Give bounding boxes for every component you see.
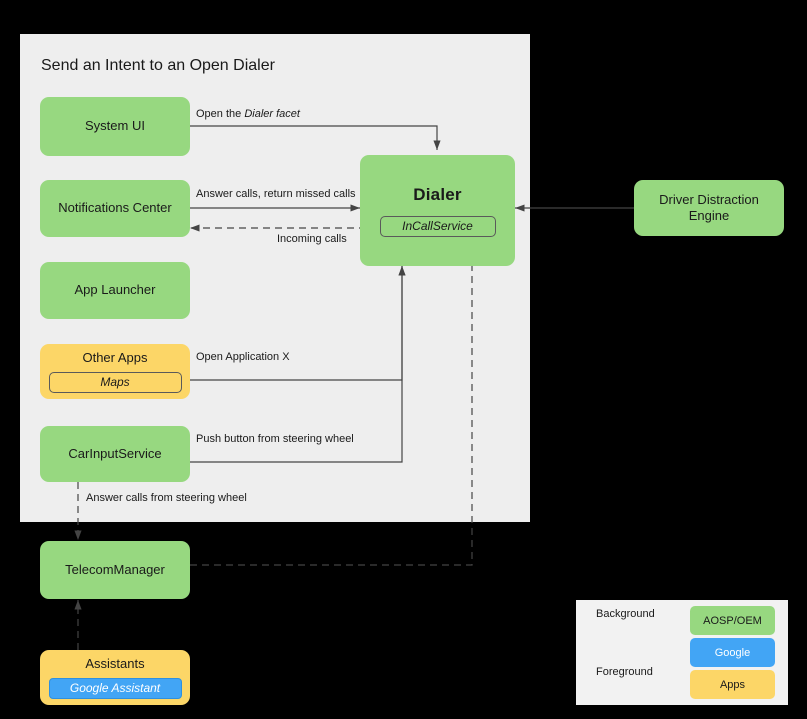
node-driver-distraction-engine[interactable]: Driver Distraction Engine [634,180,784,236]
legend-swatch-aosp-oem: AOSP/OEM [690,606,775,635]
legend-swatch-google-label: Google [714,646,751,659]
node-system-ui[interactable]: System UI [40,97,190,156]
legend-foreground-label: Foreground [596,666,653,678]
legend-swatch-aosp-oem-label: AOSP/OEM [703,614,762,627]
node-dialer-label: Dialer [413,185,462,205]
node-assistants-label: Assistants [85,655,145,671]
node-notifications-center[interactable]: Notifications Center [40,180,190,237]
node-system-ui-label: System UI [85,118,145,134]
node-app-launcher-label: App Launcher [74,282,156,298]
node-other-apps[interactable]: Other Apps Maps [40,344,190,399]
node-dialer[interactable]: Dialer InCallService [360,155,515,266]
legend-swatch-apps-label: Apps [719,678,746,691]
legend-background-label: Background [596,608,655,620]
edge-system-ui-to-dialer [190,125,441,150]
edge-label-open-dialer-facet-italic: Dialer facet [244,108,300,120]
edge-label-answer-calls: Answer calls, return missed calls [196,188,356,200]
page-title: Send an Intent to an Open Dialer [41,57,275,74]
edge-label-incoming-calls: Incoming calls [277,233,347,245]
node-other-apps-label: Other Apps [82,349,148,365]
node-notifications-center-label: Notifications Center [58,200,172,216]
node-app-launcher[interactable]: App Launcher [40,262,190,319]
node-assistants[interactable]: Assistants Google Assistant [40,650,190,705]
node-dialer-subbox-incallservice[interactable]: InCallService [379,215,496,237]
node-assistants-subbox-google-assistant[interactable]: Google Assistant [48,678,182,700]
edge-label-open-dialer-facet: Open the Dialer facet [196,108,300,120]
node-telecom-manager[interactable]: TelecomManager [40,541,190,599]
node-car-input-service[interactable]: CarInputService [40,426,190,482]
node-driver-distraction-engine-label-line2: Engine [688,208,730,223]
edge-telecom-to-incallservice [190,240,476,566]
node-other-apps-subbox-maps[interactable]: Maps [48,372,182,394]
edge-car-input-to-dialer [190,266,406,463]
edge-label-push-button: Push button from steering wheel [196,433,354,445]
node-driver-distraction-engine-label-line1: Driver Distraction [659,191,759,207]
edge-label-answer-calls-steering: Answer calls from steering wheel [86,492,247,504]
node-car-input-service-label: CarInputService [68,445,162,461]
legend-swatch-apps: Apps [690,670,775,699]
edge-label-open-application-x: Open Application X [196,351,290,363]
legend-swatch-google: Google [690,638,775,667]
edge-label-open-dialer-facet-prefix: Open the [196,108,245,120]
node-telecom-manager-label: TelecomManager [65,561,165,577]
